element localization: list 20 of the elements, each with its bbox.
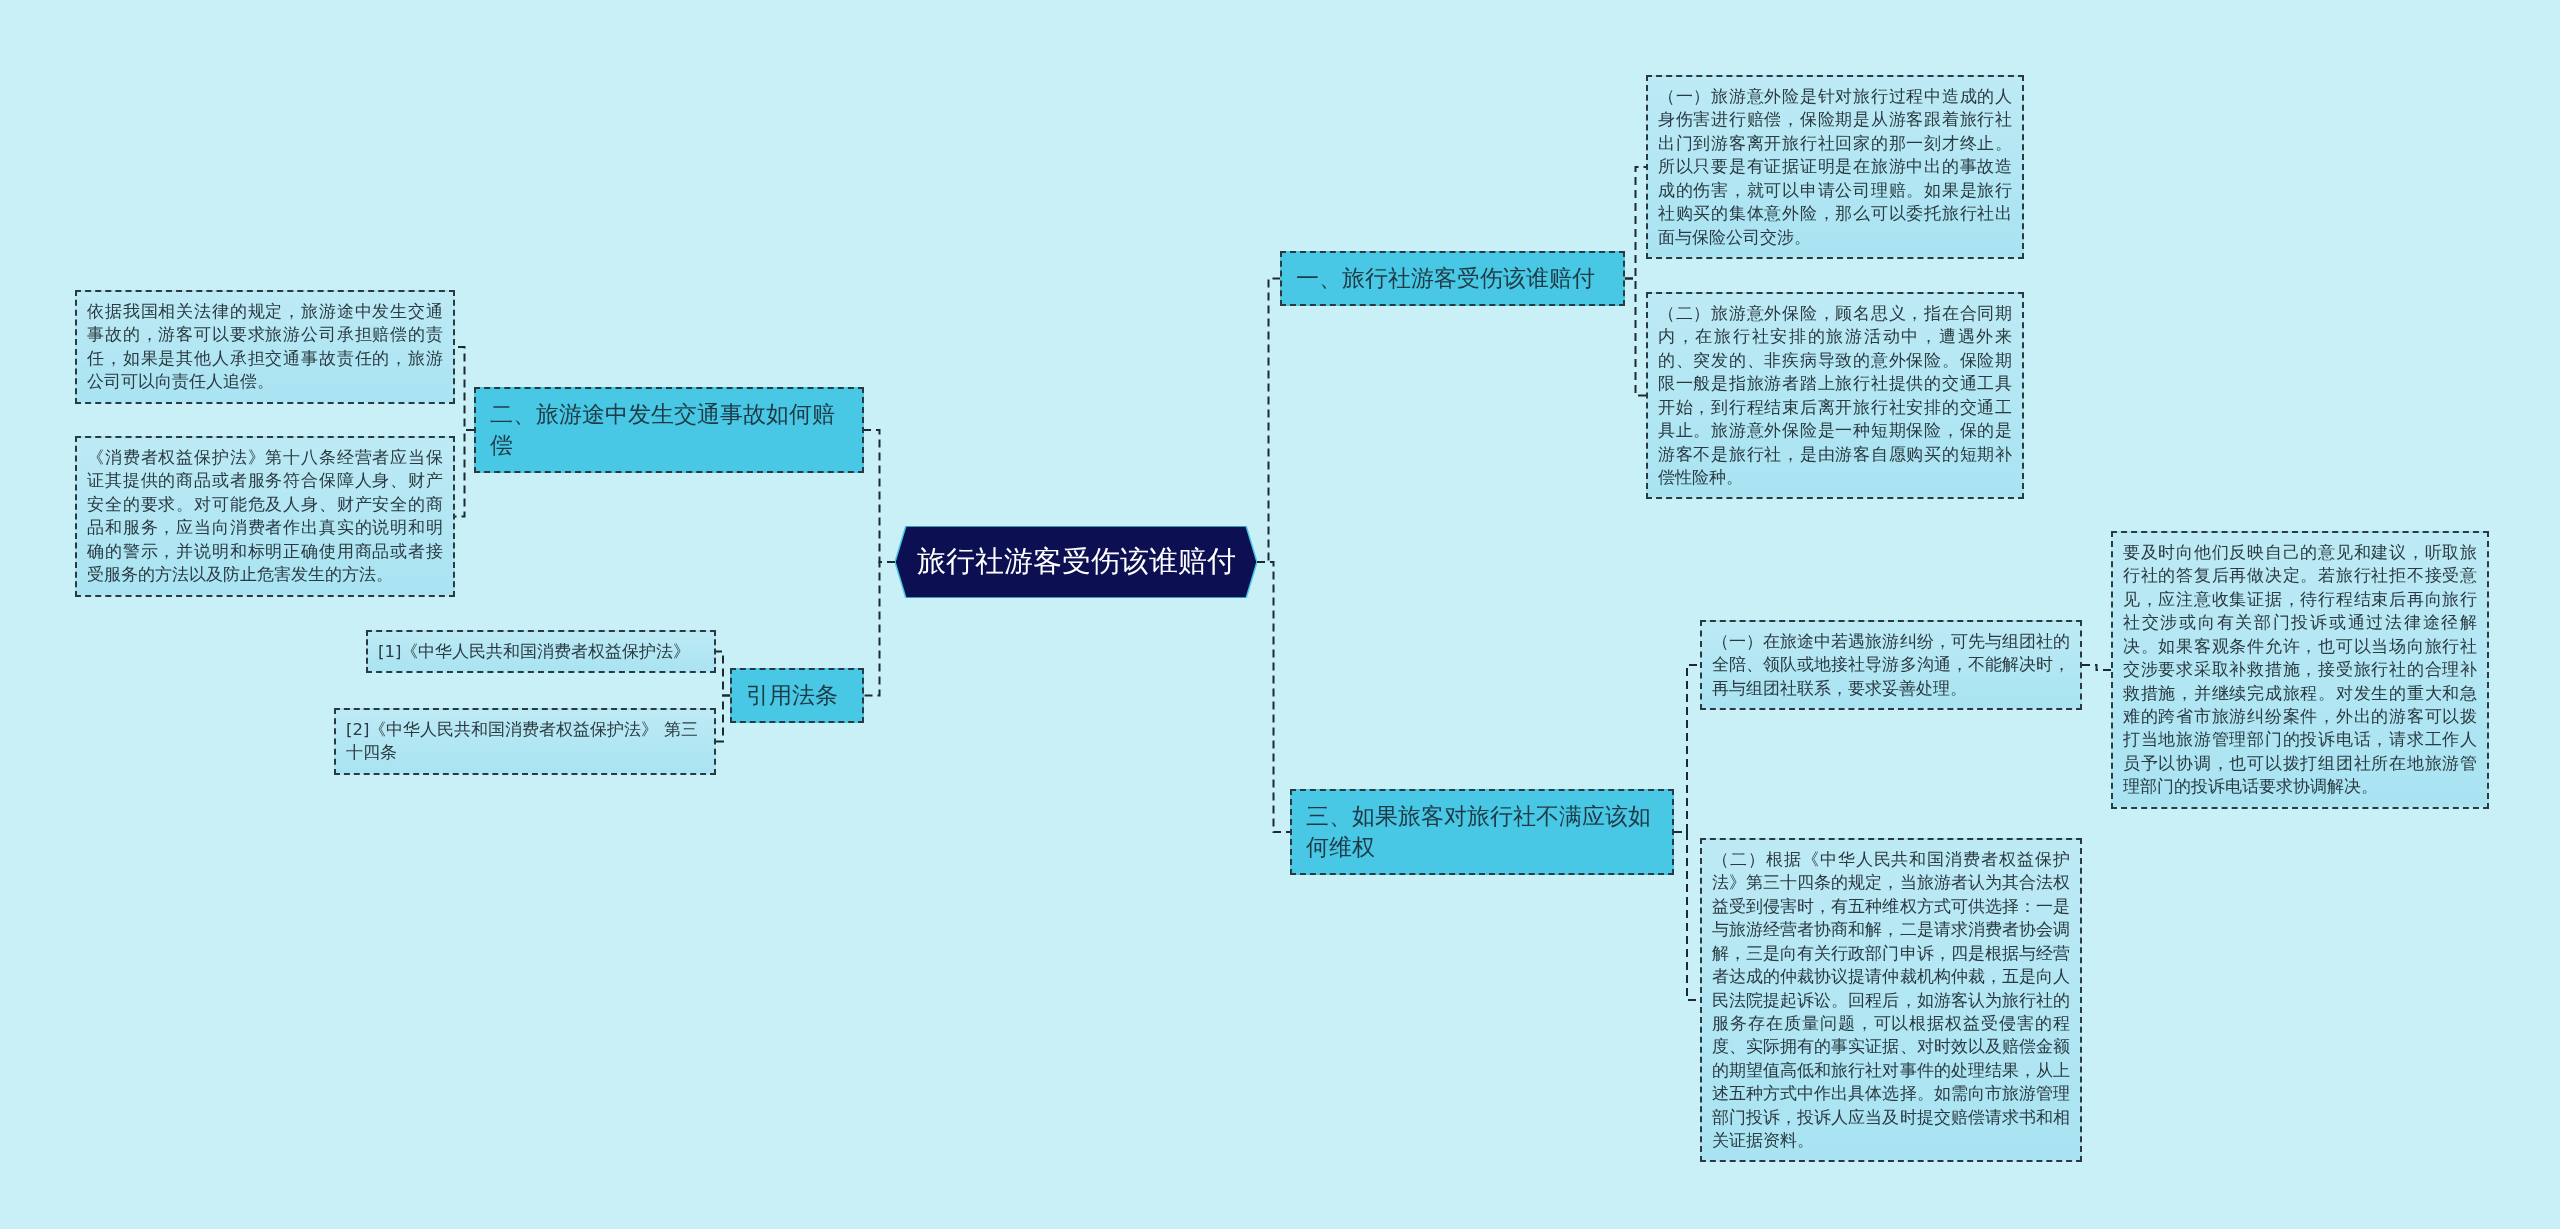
detail-note: [1]《中华人民共和国消费者权益保护法》 <box>366 630 716 674</box>
detail-note: （二）旅游意外保险，顾名思义，指在合同期内，在旅行社安排的旅游活动中，遭遇外来的、突发的、非疾病导致的意外保险。保险期限一般是指旅游者踏上旅行社提供的交通工具开始，到行程结束后离开旅行社安排的交通工具止。旅游意外保险是一种短期保险，保的是游客不是旅行社，是由游客自愿购买的短期补偿性险种。 <box>1646 292 2024 500</box>
detail-note: [2]《中华人民共和国消费者权益保护法》 第三十四条 <box>334 708 716 775</box>
central-topic-text: 旅行社游客受伤该谁赔付 <box>916 543 1236 580</box>
connector-line <box>715 694 731 743</box>
detail-note: （二）根据《中华人民共和国消费者权益保护法》第三十四条的规定，当旅游者认为其合法权益受到侵害时，有五种维权方式可供选择：一是与旅游经营者协商和解，二是请求消费者协会调解，三是向有关行政部门申诉，四是根据与经营者达成的仲裁协议提请仲裁机构仲裁，五是向人民法院提起诉讼。回程后，如游客认为旅行社的服务存在质量问题，可以根据权益受侵害的程度、实际拥有的事实证据、对时效以及赔偿金额的期望值高低和旅行社对事件的处理结果，从上述五种方式中作出具体选择。如需向市旅游管理部门投诉，投诉人应当及时提交赔偿请求书和相关证据资料。 <box>1700 838 2082 1163</box>
detail-note: 《消费者权益保护法》第十八条经营者应当保证其提供的商品或者服务符合保障人身、财产安全的要求。对可能危及人身、财产安全的商品和服务，应当向消费者作出真实的说明和明确的警示，并说明和标明正确使用商品或者接受服务的方法以及防止危害发生的方法。 <box>75 436 455 597</box>
central-topic <box>895 526 1257 598</box>
detail-note: 依据我国相关法律的规定，旅游途中发生交通事故的，游客可以要求旅游公司承担赔偿的责任，如果是其他人承担交通事故责任的，旅游公司可以向责任人追偿。 <box>75 290 455 404</box>
branch-topic: 引用法条 <box>730 668 864 724</box>
connector-line <box>1624 277 1647 397</box>
connector-line <box>1256 561 1291 833</box>
connector-line <box>2081 664 2112 671</box>
branch-topic: 一、旅行社游客受伤该谁赔付 <box>1280 251 1625 307</box>
connector-line <box>863 561 896 697</box>
detail-note: 要及时向他们反映自己的意见和建议，听取旅行社的答复后再做决定。若旅行社拒不接受意见，应注意收集证据，待行程结束后再向旅行社交涉或向有关部门投诉或通过法律途径解决。如果客观条件允许，也可以当场向旅行社交涉要求采取补救措施，接受旅行社的合理补救措施，并继续完成旅程。对发生的重大和急难的跨省市旅游纠纷案件，外出的游客可以拨打当地旅游管理部门的投诉电话，请求工作人员予以协调，也可以拨打组团社所在地旅游管理部门的投诉电话要求协调解决。 <box>2111 531 2489 809</box>
detail-note: （一）旅游意外险是针对旅行过程中造成的人身伤害进行赔偿，保险期是从游客跟着旅行社出门到游客离开旅行社回家的那一刻才终止。所以只要是有证据证明是在旅游中出的事故造成的伤害，就可以申请公司理赔。如果是旅行社购买的集体意外险，那么可以委托旅行社出面与保险公司交涉。 <box>1646 75 2024 259</box>
detail-note: （一）在旅途中若遇旅游纠纷，可先与组团社的全陪、领队或地接社导游多沟通，不能解决时，再与组团社联系，要求妥善处理。 <box>1700 620 2082 711</box>
branch-topic: 三、如果旅客对旅行社不满应该如何维权 <box>1290 789 1674 876</box>
branch-topic: 二、旅游途中发生交通事故如何赔偿 <box>474 387 864 474</box>
